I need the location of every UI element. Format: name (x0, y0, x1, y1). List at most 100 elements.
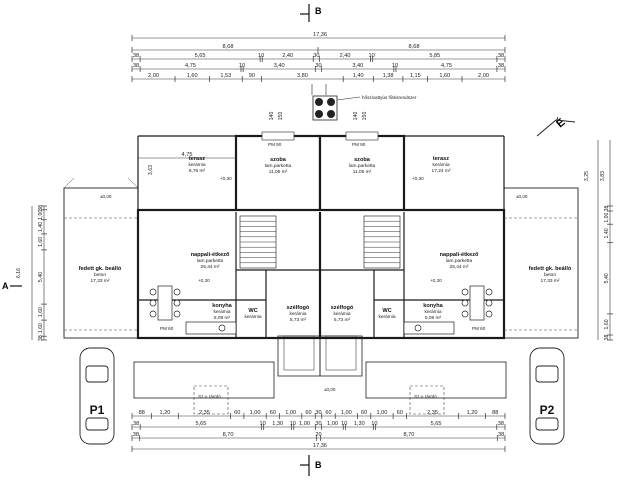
room-material-szelfogo-right: kerámia (333, 311, 350, 317)
terrace-depth-dim: 4,75 (182, 152, 193, 158)
room-area-fedett-left: 17,33 m² (91, 278, 110, 284)
pm60-right: PM 60 (472, 326, 486, 331)
heat-pump-label: hőszivattyús fűtésrendszer (362, 95, 417, 100)
dim-value: 5,65 (195, 53, 206, 59)
dim-value: 5,40 (604, 273, 610, 283)
dim-value: 4,75 (441, 63, 452, 69)
dim-right-top-2: 3,83 (600, 171, 606, 181)
dim-value: 3,40 (352, 63, 363, 69)
room-material-szoba-right: lam.parketta (349, 163, 376, 169)
dim-value: 88 (139, 410, 145, 416)
dim-value: 1,00 (327, 421, 338, 427)
room-name-szoba-left: szoba (270, 157, 287, 163)
room-name-terasz-right: terasz (433, 156, 449, 162)
room-name-konyha-right: konyha (423, 303, 443, 309)
dim-value: 1,60 (187, 73, 198, 79)
szv-tarolo-right: Sz.v. tároló (414, 394, 437, 399)
dim-value: 1,00 (341, 410, 352, 416)
dim-value: 60 (270, 410, 276, 416)
dim-value: 1,40 (38, 222, 44, 232)
dim-value: 38 (133, 421, 139, 427)
pm90-label-right: PM 90 (352, 142, 366, 147)
car-p2: P2 (529, 347, 565, 445)
dim-value: 2,35 (199, 410, 210, 416)
room-material-wc-left: kerámia (244, 314, 261, 320)
yard-outline: Sz.v. tároló Sz.v. tároló (133, 361, 507, 415)
entrance-canopy: ±0,00 (277, 335, 363, 392)
entrance-level: ±0,00 (324, 387, 336, 392)
dim-value: 10 (290, 421, 296, 427)
level-markers: +0,30 +0,30 +0,30 +0,30 PM 60 PM 60 (160, 176, 486, 331)
dim-value: 10 (371, 421, 377, 427)
dining-table-left (149, 285, 181, 321)
room-name-nappali-right: nappali-étkező (440, 252, 479, 258)
dining-table-right (461, 285, 493, 321)
room-area-konyha-left: 5,08 m² (214, 315, 231, 321)
dim-value: 38 (38, 335, 44, 341)
window-dim-right-1: 140 (353, 112, 359, 121)
dim-value: 30 (315, 63, 321, 69)
dim-value: 1,00 (38, 210, 44, 220)
dim-value: 1,30 (354, 421, 365, 427)
dim-value: 5,65 (431, 421, 442, 427)
dim-top-half-left: 8,68 (223, 44, 234, 50)
room-material-terasz-right: kerámia (432, 162, 449, 168)
dim-value: 1,60 (38, 237, 44, 247)
dim-value: 5,40 (38, 272, 44, 282)
car-label-p2: P2 (540, 403, 555, 417)
dim-value: 1,60 (38, 307, 44, 317)
dim-value: 38 (133, 63, 139, 69)
dim-top-total: 17,36 (313, 32, 327, 38)
room-material-szoba-left: lam.parketta (265, 163, 292, 169)
room-material-konyha-left: kerámia (213, 309, 230, 315)
upper-walls: PM 90 PM 90 140 150 140 150 (137, 112, 505, 214)
room-name-szelfogo-right: szélfogó (331, 305, 354, 311)
window-dim-left-1: 140 (269, 112, 275, 121)
dim-value: 38 (498, 63, 504, 69)
carport-right: ±0,00 (503, 187, 579, 339)
section-mark-top: B (300, 4, 322, 22)
dim-value: 10 (392, 63, 398, 69)
room-material-wc-right: kerámia (378, 314, 395, 320)
main-body-walls (136, 208, 506, 340)
pm60-left: PM 60 (160, 326, 174, 331)
dim-value: 38 (498, 421, 504, 427)
dim-value: 30 (313, 53, 319, 59)
dim-value: 1,40 (353, 73, 364, 79)
kitchen-counter-right (403, 321, 455, 335)
dim-value: 30 (315, 410, 321, 416)
dim-value: 1,20 (467, 410, 478, 416)
terrace-dims: 4,75 3,63 (138, 152, 236, 175)
dim-value: 2,00 (478, 73, 489, 79)
room-name-nappali-left: nappali-étkező (191, 252, 230, 258)
dim-right-top-1: 3,25 (584, 171, 590, 181)
dim-value: 60 (325, 410, 331, 416)
room-area-nappali-right: 25,44 m² (450, 264, 469, 270)
room-name-konyha-left: konyha (212, 303, 232, 309)
room-material-fedett-left: beton (94, 272, 106, 278)
dim-value: 38 (133, 53, 139, 59)
dim-value: 38 (498, 432, 504, 438)
dim-value: 38 (604, 206, 610, 212)
dim-left-total: 6,16 (16, 268, 22, 278)
dim-value: 1,40 (604, 228, 610, 238)
dim-value: 10 (368, 53, 374, 59)
dim-value: 10 (258, 53, 264, 59)
dim-top-half-right: 8,68 (409, 44, 420, 50)
level-living-right: +0,30 (430, 278, 442, 283)
dim-value: 1,38 (383, 73, 394, 79)
room-name-fedett-right: fedett gk. beálló (529, 266, 572, 272)
dim-value: 1,00 (285, 410, 296, 416)
stairs-left (239, 215, 277, 269)
carport-left-level: ±0,00 (100, 194, 112, 199)
dim-value: 60 (397, 410, 403, 416)
room-area-konyha-right: 5,08 m² (425, 315, 442, 321)
